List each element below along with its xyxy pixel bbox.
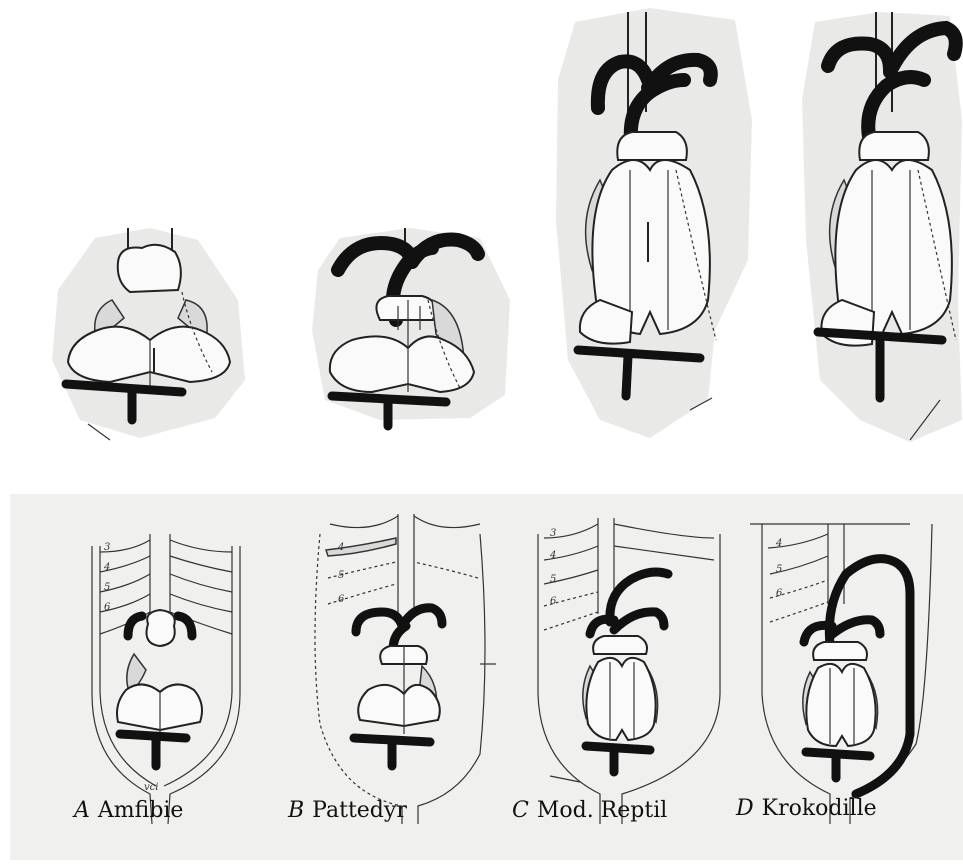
arch-number-3-c: 3 — [550, 528, 556, 539]
caption-pattedyr: B Pattedyr — [288, 798, 407, 823]
caption-krokodille: D Krokodille — [736, 796, 877, 821]
diagram-pattedyr: 4 5 6 — [315, 514, 496, 824]
vein-label: vci — [144, 782, 158, 793]
enlarged-hearts-panel — [0, 0, 963, 470]
arch-number-6-c: 6 — [550, 596, 557, 607]
caption-label-mod-reptil: Mod. Reptil — [537, 798, 667, 823]
enlarged-hearts-svg — [0, 0, 963, 470]
caption-label-pattedyr: Pattedyr — [312, 798, 407, 823]
caption-label-amfibie: Amfibie — [98, 798, 184, 823]
arch-number-5-d: 5 — [776, 564, 782, 575]
heart-detail-mod-reptil — [556, 8, 752, 438]
heart-detail-krokodille — [802, 12, 962, 442]
caption-mod-reptil: C Mod. Reptil — [512, 798, 667, 823]
caption-label-krokodille: Krokodille — [762, 796, 877, 821]
arch-number-6: 6 — [104, 602, 111, 613]
arch-number-4: 4 — [103, 562, 110, 573]
arch-number-3: 3 — [104, 542, 110, 553]
arch-number-4-c: 4 — [549, 550, 556, 561]
heart-detail-amfibie — [52, 228, 245, 440]
diagram-amfibie: 3 4 5 6 vci — [92, 534, 240, 824]
heart-detail-pattedyr — [312, 228, 510, 426]
diagram-krokodille: 4 5 6 — [750, 524, 932, 824]
arch-number-6-b: 6 — [338, 594, 345, 605]
caption-letter-b: B — [288, 798, 304, 823]
caption-letter-a: A — [74, 798, 90, 823]
arch-number-6-d: 6 — [776, 588, 783, 599]
arch-number-5-b: 5 — [338, 570, 344, 581]
caption-letter-c: C — [512, 798, 529, 823]
caption-letter-d: D — [736, 796, 754, 821]
circulation-diagrams-svg: 3 4 5 6 vci 4 5 — [10, 494, 963, 824]
diagram-mod-reptil: 3 4 5 6 — [538, 518, 720, 824]
arch-number-4-d: 4 — [775, 538, 782, 549]
arch-number-4-b: 4 — [337, 542, 344, 553]
circulation-diagrams-panel: 3 4 5 6 vci 4 5 — [10, 494, 963, 860]
caption-amfibie: A Amfibie — [74, 798, 183, 823]
arch-number-5: 5 — [104, 582, 110, 593]
arch-number-5-c: 5 — [550, 574, 556, 585]
